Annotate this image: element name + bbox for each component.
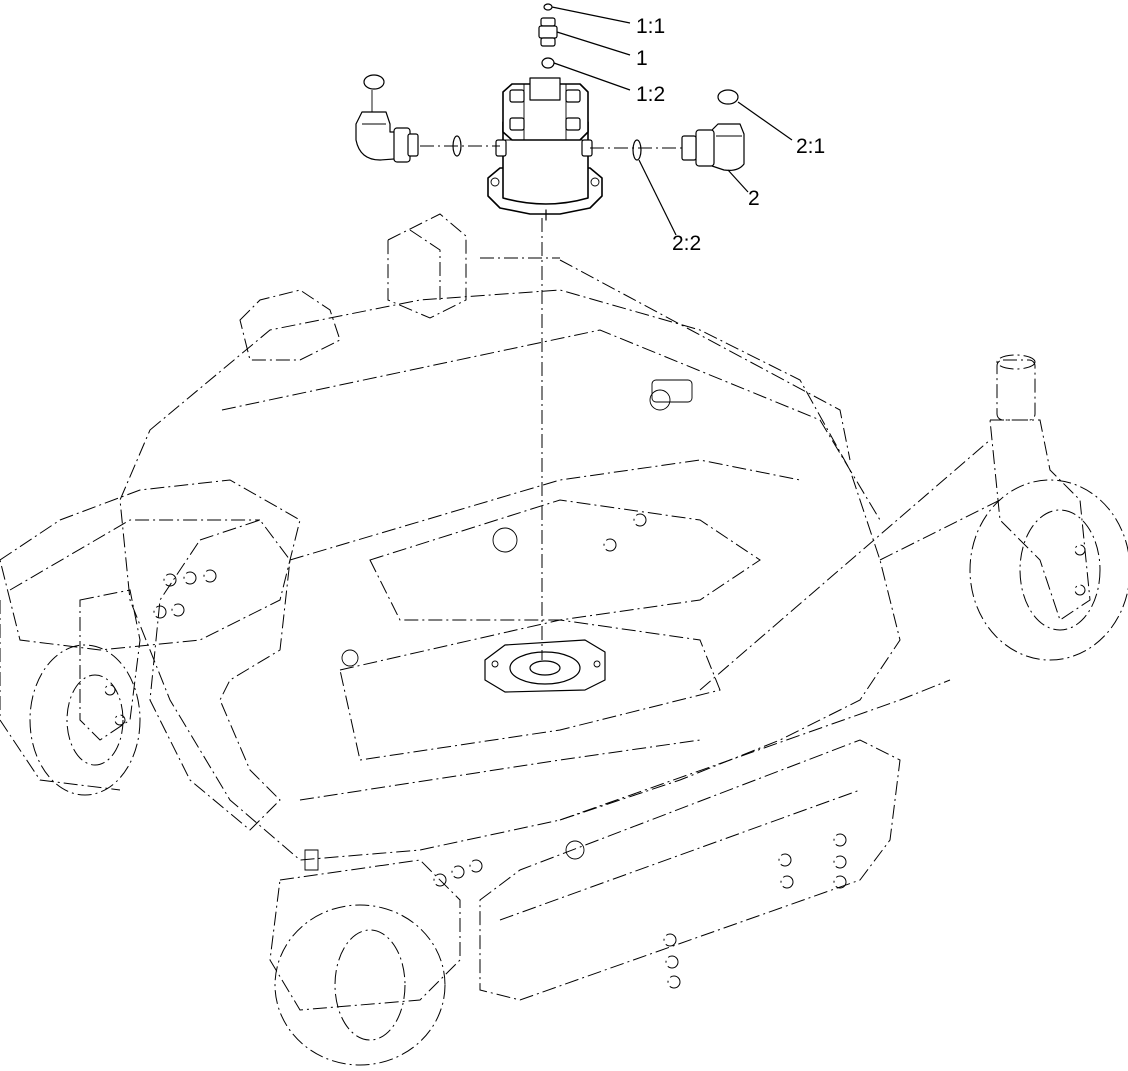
left-elbow-fitting bbox=[355, 74, 500, 163]
callout-1-1: 1:1 bbox=[636, 15, 665, 38]
callout-2: 2 bbox=[748, 187, 760, 210]
deck-spindle-mount bbox=[484, 639, 606, 693]
callout-2-1: 2:1 bbox=[796, 135, 825, 158]
hydraulic-motor bbox=[487, 77, 603, 221]
top-fitting bbox=[538, 3, 558, 69]
mower-deck-phantom bbox=[0, 213, 1128, 1066]
callout-1-2: 1:2 bbox=[636, 83, 665, 106]
leader-lines bbox=[551, 6, 793, 236]
right-elbow-fitting bbox=[590, 89, 745, 171]
callout-labels: 1:1 1 1:2 2:1 2 2:2 bbox=[636, 15, 825, 255]
callout-2-2: 2:2 bbox=[672, 232, 701, 255]
callout-1: 1 bbox=[636, 47, 648, 70]
